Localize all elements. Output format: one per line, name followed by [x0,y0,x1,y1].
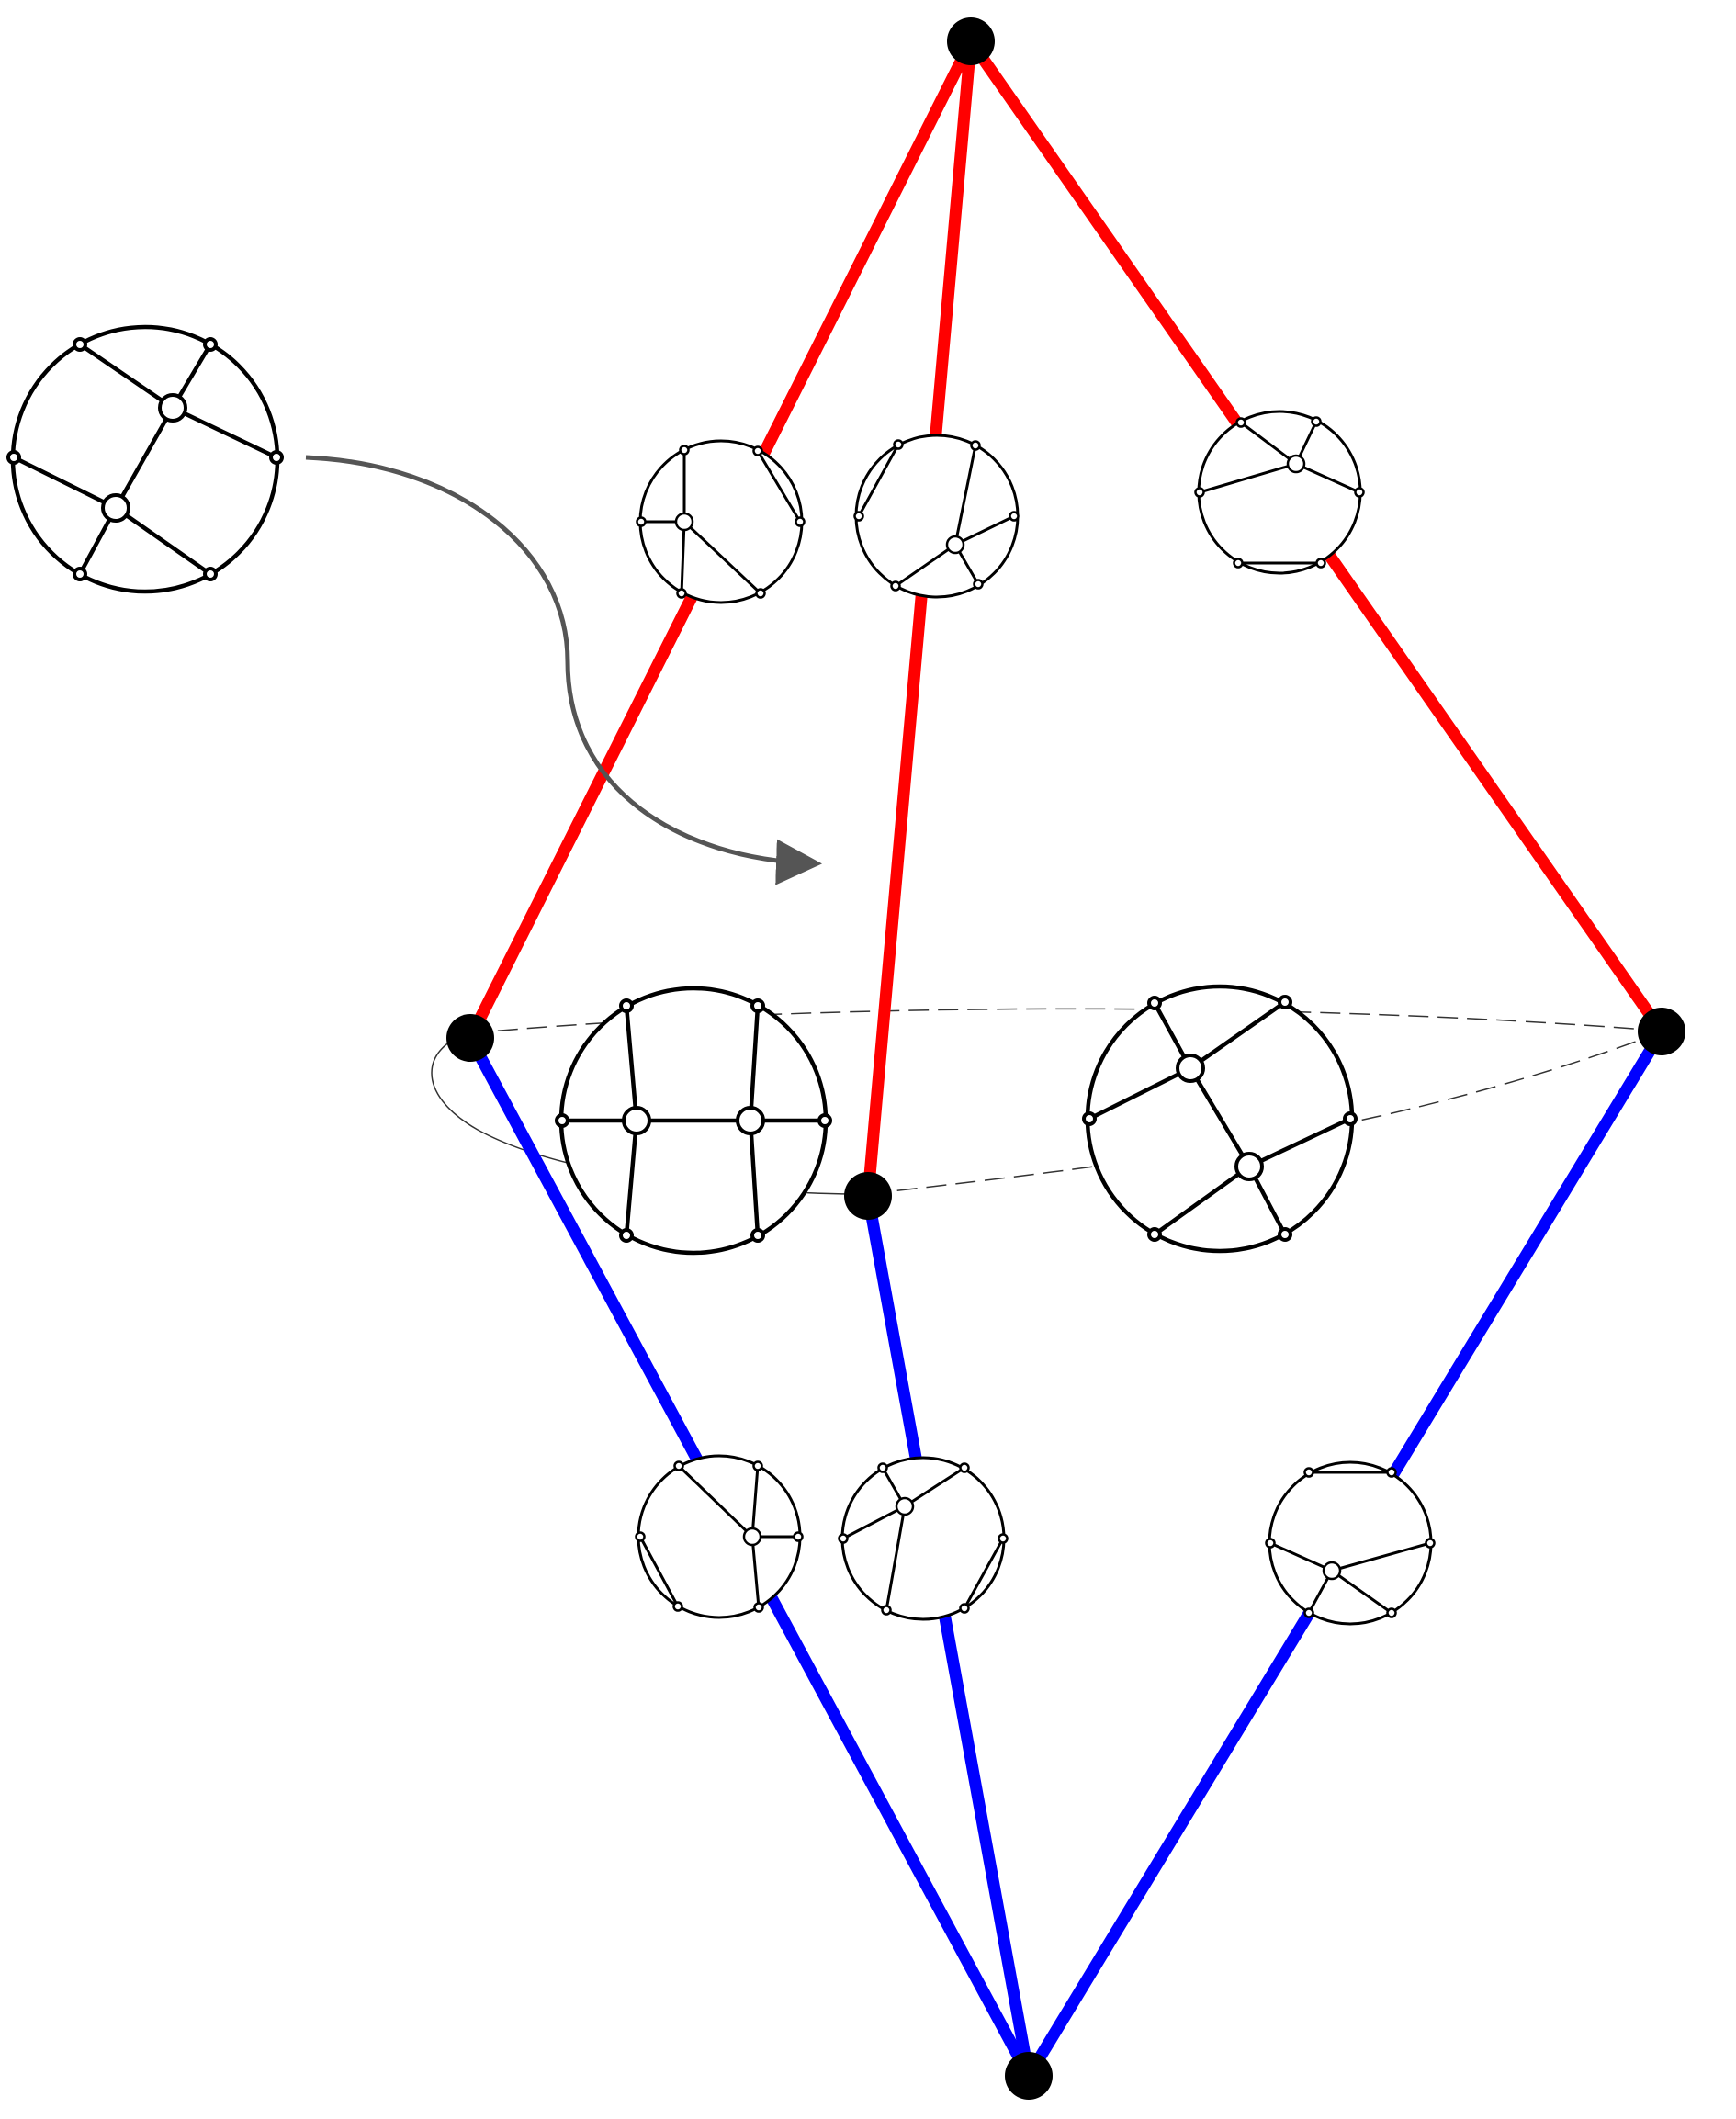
chord-diagrams [6,324,1436,1626]
chord-diagram-upper-left [636,439,806,604]
chord-diagram-source [6,324,284,594]
edge-top-center [862,35,977,1202]
chord-diagram-upper-center [853,434,1020,599]
chord-diagram-middle-left [555,986,832,1256]
chord-diagram-lower-left [635,1454,804,1619]
chord-diagram-upper-right [1194,410,1365,575]
left-vertex [446,1014,494,1062]
arrow-icon [305,455,822,885]
edge-bottom-center [862,1189,1035,2082]
chord-diagram-lower-right [1265,1460,1436,1626]
chord-diagram-middle-right [1082,984,1358,1254]
graph-vertices [446,17,1685,2100]
center-vertex [844,1172,892,1220]
guide-lower-dashed [867,1032,1659,1195]
top-vertex [947,17,995,65]
chord-diagram-lower-center [838,1456,1009,1621]
chord-diagram-icon [6,324,284,594]
bottom-vertex [1005,2052,1053,2100]
right-vertex [1638,1008,1685,1055]
